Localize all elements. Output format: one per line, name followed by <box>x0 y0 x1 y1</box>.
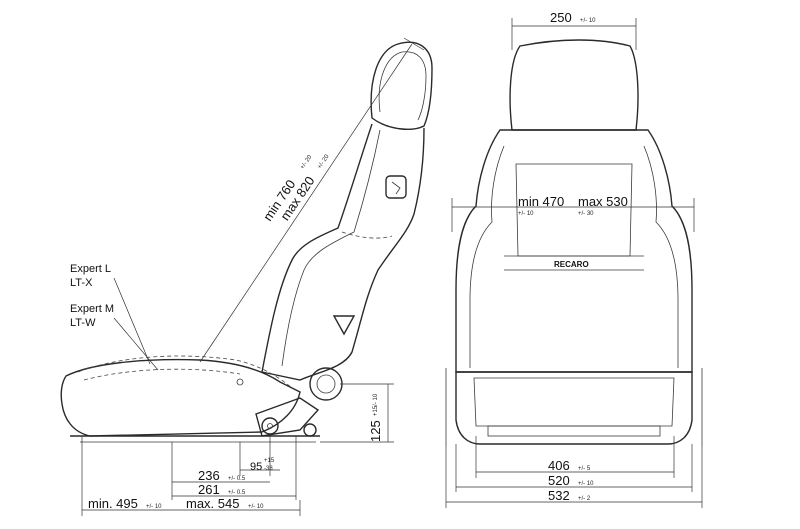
recaro-logo: RECARO <box>554 260 589 269</box>
backrest-max-tol: +/- 20 <box>317 153 331 170</box>
legend-expert-l: Expert L <box>70 263 111 275</box>
side-backrest-inner <box>281 129 381 367</box>
recline-lever-icon <box>385 175 407 199</box>
side-headrest <box>370 41 433 130</box>
dim-95-value: 95 <box>250 461 262 473</box>
headrest-width-tol: +/- 10 <box>580 18 596 24</box>
legend-lt-w: LT-W <box>70 317 96 329</box>
recliner-joint-inner <box>316 374 336 394</box>
front-headrest <box>509 39 639 131</box>
legend-lt-x: LT-X <box>70 277 93 289</box>
backrest-height-dim-line <box>199 43 413 363</box>
side-view: min 760 +/- 20 max 820 +/- 20 Expert L L… <box>60 37 433 516</box>
front-seat-inner <box>473 377 675 427</box>
depth-min-label: min. 495 <box>88 496 138 511</box>
seat-height-value: 125 <box>368 420 383 442</box>
overall-width-value: 532 <box>548 488 570 503</box>
shoulder-max-tol: +/- 30 <box>578 211 594 217</box>
front-seat-cushion <box>455 371 693 445</box>
backrest-height-labels: min 760 +/- 20 max 820 +/- 20 <box>260 153 331 223</box>
depth-max-label: max. 545 <box>186 496 239 511</box>
legend-expert-m: Expert M <box>70 303 114 315</box>
shoulder-max-label: max 530 <box>578 194 628 209</box>
headrest-width-value: 250 <box>550 10 572 25</box>
side-marker-dot <box>236 378 244 386</box>
mount-width-value: 520 <box>548 473 570 488</box>
seat-height-labels: 125 +15/- 10 <box>368 393 383 442</box>
legend-m-leader <box>113 317 159 371</box>
front-rail-bar <box>487 425 661 437</box>
dim-95-tol-top: +15 <box>264 458 275 464</box>
mount-width-tol: +/- 10 <box>578 481 594 487</box>
rail-width-tol: +/- 5 <box>578 466 591 472</box>
hinge-plate <box>255 397 320 437</box>
overall-width-tol: +/- 2 <box>578 496 591 502</box>
front-backrest-right-bolster <box>643 145 679 368</box>
dim-236-tol: +/- 0.5 <box>228 476 246 482</box>
recline-lever-detail <box>391 181 401 195</box>
rail-bolt-icon <box>303 423 317 437</box>
pivot-bolt-icon <box>261 417 279 435</box>
dim-261-value: 261 <box>198 482 220 497</box>
front-view: RECARO 250 +/- 10 min 470 +/- 10 max 530… <box>445 10 703 508</box>
dim-261-tol: +/- 0.5 <box>228 490 246 496</box>
depth-min-tol: +/- 10 <box>146 504 162 510</box>
dim-95-tol-bottom: -38 <box>264 466 273 472</box>
depth-max-tol: +/- 10 <box>248 504 264 510</box>
shoulder-min-tol: +/- 10 <box>518 211 534 217</box>
rail-width-value: 406 <box>548 458 570 473</box>
side-backrest <box>261 123 425 381</box>
side-seat-dash-2 <box>83 368 241 381</box>
legend-l-leader <box>113 277 151 365</box>
front-backrest-center <box>515 163 633 257</box>
backrest-height-ext-top <box>403 37 425 51</box>
backrest-min-tol: +/- 20 <box>300 154 314 171</box>
front-backrest <box>455 129 693 373</box>
pivot-bolt-center <box>267 423 273 429</box>
dim-236-value: 236 <box>198 468 220 483</box>
release-triangle-icon <box>332 315 356 336</box>
recliner-joint <box>309 367 343 401</box>
seat-height-tol: +15/- 10 <box>373 393 379 416</box>
side-seat-cushion <box>60 358 301 437</box>
shoulder-min-label: min 470 <box>518 194 564 209</box>
front-backrest-left-bolster <box>469 145 505 368</box>
side-headrest-inner <box>378 51 427 121</box>
side-backrest-seam <box>341 231 393 239</box>
side-seat-dash-1 <box>77 355 293 389</box>
